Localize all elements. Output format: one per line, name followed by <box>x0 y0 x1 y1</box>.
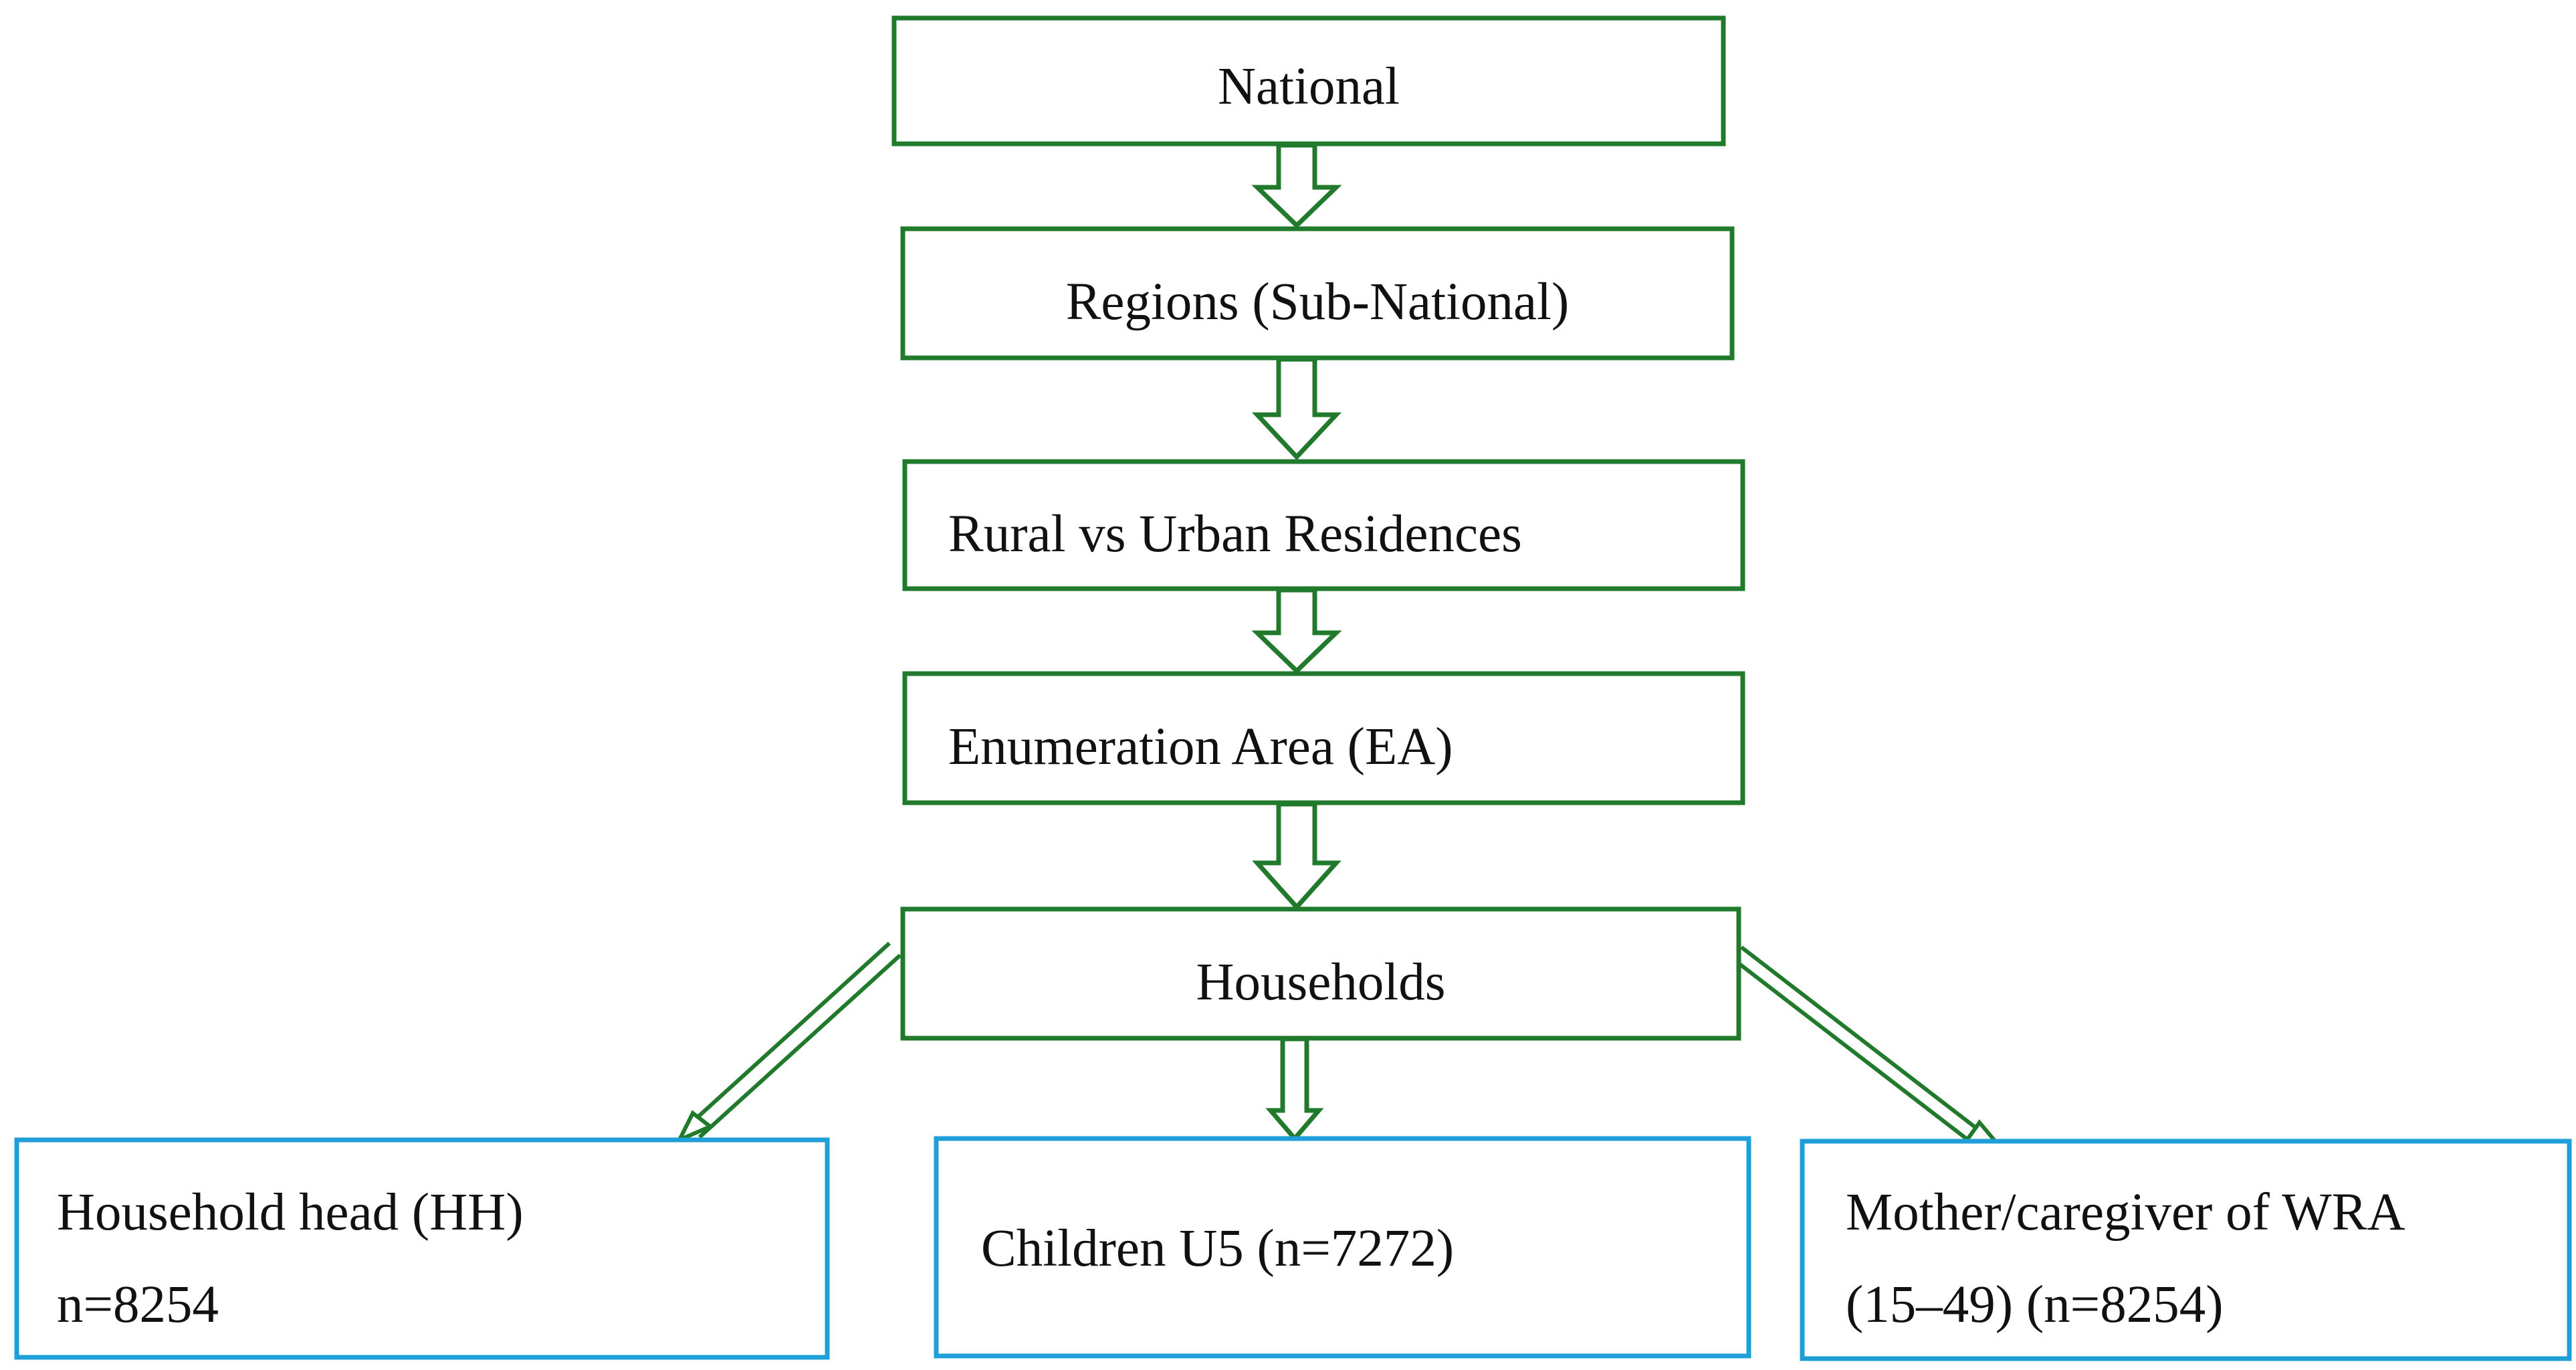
arrow-ea-to-households <box>1252 801 1341 911</box>
arrow-households-to-hh-head <box>675 941 902 1145</box>
node-ea-label: Enumeration Area (EA) <box>948 718 1453 776</box>
diagonal-arrows <box>675 941 2006 1151</box>
node-residence-label: Rural vs Urban Residences <box>948 505 1522 563</box>
node-households: Households <box>900 906 1741 1041</box>
node-mother: Mother/caregiver of WRA (15–49) (n=8254) <box>1800 1139 2572 1361</box>
node-children-label: Children U5 (n=7272) <box>981 1219 1454 1278</box>
node-national: National <box>891 15 1726 146</box>
arrows <box>1251 142 1342 1143</box>
node-mother-line1: Mother/caregiver of WRA <box>1846 1183 2405 1242</box>
node-children: Children U5 (n=7272) <box>934 1136 1751 1359</box>
arrow-households-to-mother <box>1732 945 2006 1151</box>
node-residence: Rural vs Urban Residences <box>902 459 1745 591</box>
node-hh-head-line2: n=8254 <box>57 1276 219 1334</box>
node-regions-label: Regions (Sub-National) <box>1066 273 1570 331</box>
node-hh-head-line1: Household head (HH) <box>57 1183 524 1242</box>
node-mother-line2: (15–49) (n=8254) <box>1846 1276 2224 1334</box>
arrow-households-to-children <box>1265 1036 1324 1143</box>
arrow-residence-to-ea <box>1251 587 1342 674</box>
node-national-label: National <box>1218 58 1400 116</box>
node-hh-head: Household head (HH) n=8254 <box>14 1137 830 1360</box>
arrow-regions-to-residence <box>1251 357 1342 461</box>
arrow-national-to-regions <box>1251 142 1342 229</box>
node-households-label: Households <box>1196 953 1445 1011</box>
node-regions: Regions (Sub-National) <box>900 226 1735 361</box>
node-ea: Enumeration Area (EA) <box>902 671 1745 805</box>
